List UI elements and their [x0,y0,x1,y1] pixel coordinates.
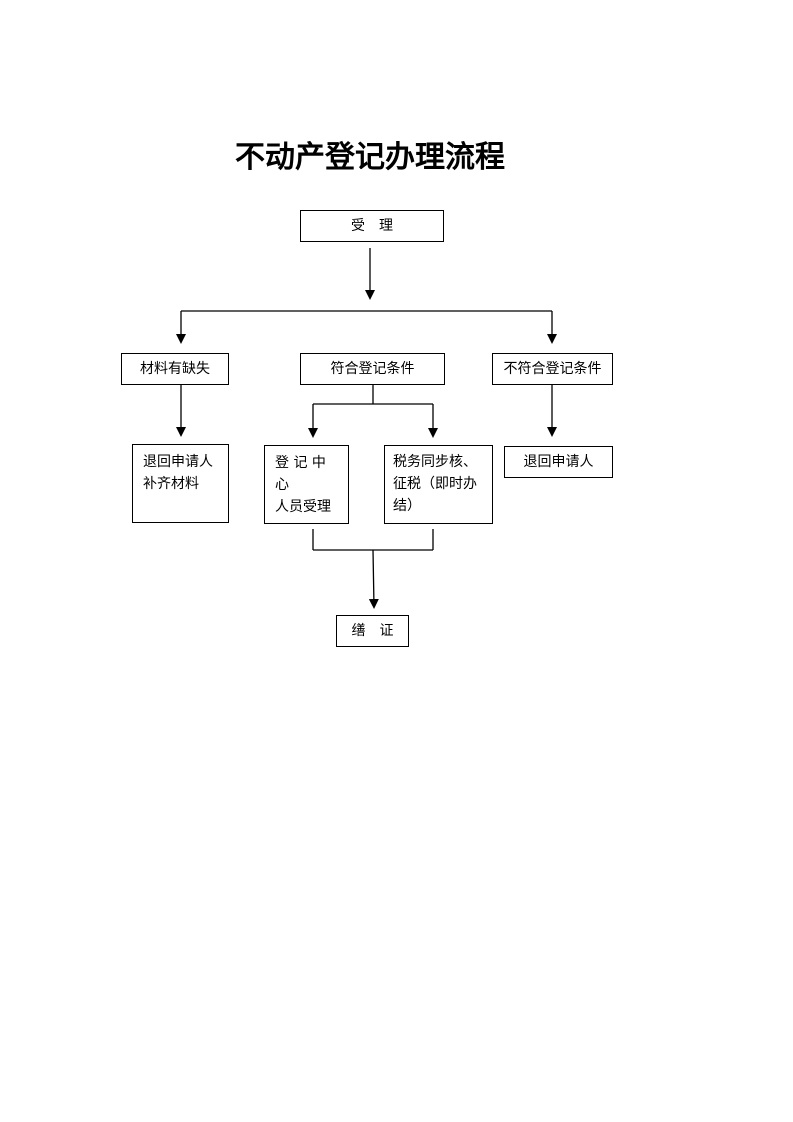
node-not-meets-conditions: 不符合登记条件 [492,353,613,385]
node-tax-line2: 征税（即时办 [393,476,477,492]
node-meets-conditions: 符合登记条件 [300,353,445,385]
node-issue-certificate: 缮 证 [336,615,409,647]
node-return-supplement-line2: 补齐材料 [143,476,199,492]
node-issue-certificate-label: 缮 证 [351,623,394,639]
node-accept-label: 受 理 [351,218,393,234]
node-center-staff-line2: 人员受理 [275,499,331,515]
node-return-supplement-line1: 退回申请人 [143,454,213,470]
node-return-supplement: 退回申请人 补齐材料 [132,444,229,523]
node-tax-line3: 结） [393,498,421,514]
node-tax: 税务同步核、 征税（即时办 结） [384,445,493,524]
page-title: 不动产登记办理流程 [235,140,505,175]
arrow-to-issue [368,549,379,609]
node-tax-line1: 税务同步核、 [393,454,477,470]
node-missing-materials: 材料有缺失 [121,353,229,385]
node-center-staff: 登 记 中 心 人员受理 [264,445,349,524]
node-return-applicant-label: 退回申请人 [523,454,594,470]
node-center-staff-line1: 登 记 中 心 [275,455,331,493]
node-not-meets-conditions-label: 不符合登记条件 [503,361,602,377]
node-return-applicant: 退回申请人 [504,446,613,478]
node-accept: 受 理 [300,210,444,242]
node-missing-materials-label: 材料有缺失 [140,361,210,377]
node-meets-conditions-label: 符合登记条件 [330,361,415,377]
